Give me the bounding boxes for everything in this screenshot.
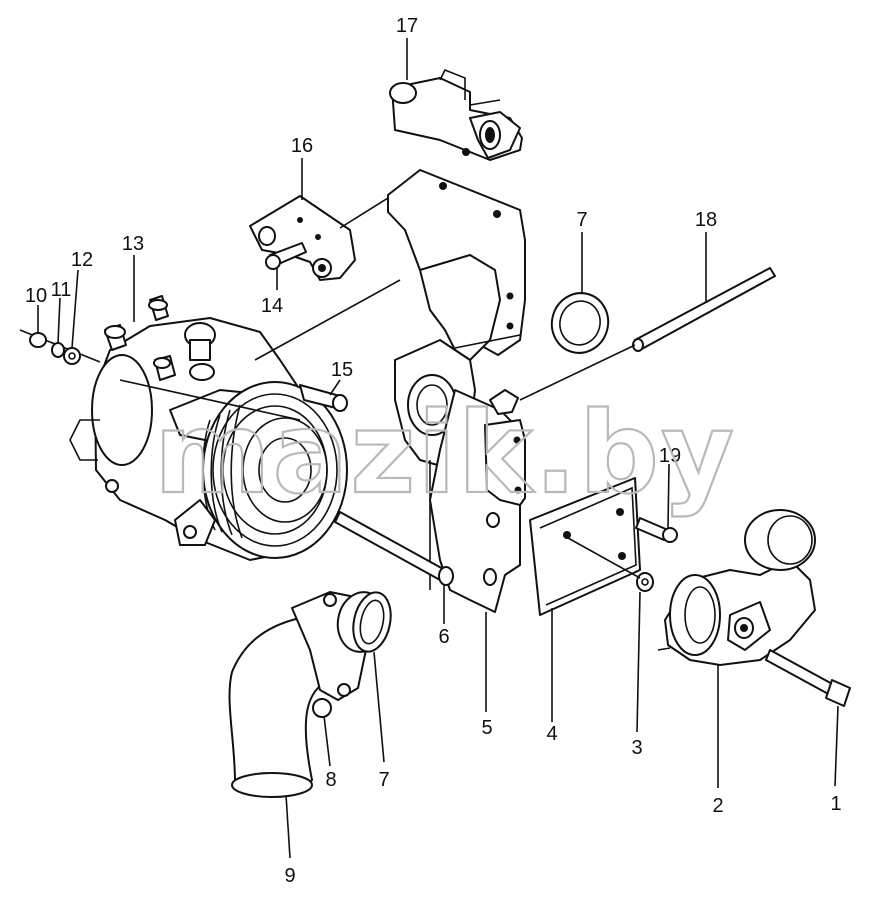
part-1-bolt: [765, 649, 851, 707]
part-18-stud: [519, 267, 776, 401]
callout-19: 19: [659, 445, 681, 467]
callout-7-lower: 7: [378, 769, 389, 791]
part-17-clamp: [389, 68, 523, 161]
part-13-compressor: [69, 279, 401, 561]
callout-17: 17: [396, 15, 418, 37]
callout-9: 9: [284, 865, 295, 887]
callout-18: 18: [695, 209, 717, 231]
watermark-text: mazik.by: [154, 389, 736, 519]
callout-1: 1: [830, 793, 841, 815]
part-15-stud: [299, 384, 348, 412]
callout-16: 16: [291, 135, 313, 157]
part-7-gasket-upper: [550, 292, 610, 354]
callout-7-upper: 7: [576, 209, 587, 231]
part-3-washer: [567, 537, 654, 592]
callout-8: 8: [325, 769, 336, 791]
callout-6: 6: [438, 626, 449, 648]
callout-2: 2: [712, 795, 723, 817]
callout-14: 14: [261, 295, 283, 317]
callout-10: 10: [25, 285, 47, 307]
part-14-bolt: [265, 242, 307, 270]
callout-3: 3: [631, 737, 642, 759]
part-7-gasket-lower: [352, 591, 392, 653]
main-bracket: [387, 169, 526, 613]
part-2-tensioner: [657, 509, 816, 666]
callout-15: 15: [331, 359, 353, 381]
part-8-bolt: [312, 698, 332, 718]
part-4-plate: [529, 477, 641, 616]
parts-10-11-12-fasteners: [19, 329, 101, 365]
part-16-bracket: [249, 195, 389, 281]
callout-12: 12: [71, 249, 93, 271]
callout-11: 11: [51, 279, 72, 301]
leader-lines: [37, 38, 839, 859]
callout-13: 13: [122, 233, 144, 255]
callout-4: 4: [546, 723, 557, 745]
part-6-stud: [334, 511, 454, 586]
callout-5: 5: [481, 717, 492, 739]
callout-labels: 1 2 3 4 5 6 7 7 8 9 10 11 12 13 14 15 16…: [25, 15, 842, 887]
part-19-bolt: [635, 517, 678, 543]
